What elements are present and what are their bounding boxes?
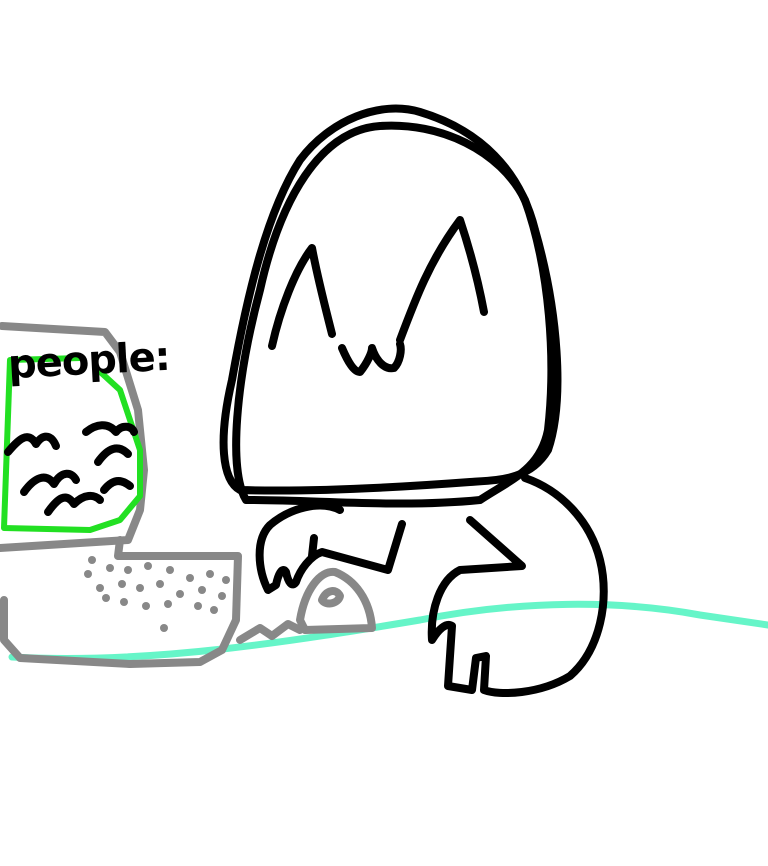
screen-text: people:	[6, 333, 171, 389]
monitor-base	[0, 536, 242, 668]
head-outline	[219, 104, 562, 495]
computer	[0, 322, 376, 668]
keyboard-dots	[84, 556, 230, 632]
left-arm	[255, 501, 406, 594]
monitor-outline	[0, 322, 148, 552]
mouse-cable	[236, 620, 304, 644]
left-ear	[268, 244, 336, 350]
head-outline-2	[232, 121, 556, 508]
left-fingers	[308, 534, 318, 560]
screen-outline	[1, 355, 143, 533]
character	[219, 104, 608, 698]
body-right	[427, 474, 608, 698]
mouse	[296, 567, 376, 634]
right-ear	[396, 216, 488, 344]
screen-scribbles	[4, 421, 138, 516]
mouth	[338, 340, 405, 376]
desk-line	[8, 600, 768, 663]
